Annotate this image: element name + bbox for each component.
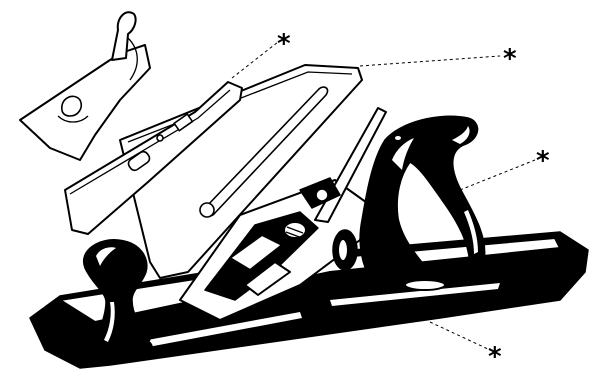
leader-handle	[460, 160, 535, 190]
callout-label-cap-iron: *	[277, 29, 291, 59]
callout-label-sole: *	[488, 342, 502, 372]
leader-cap-iron	[232, 42, 278, 78]
callout-label-blade: *	[503, 44, 517, 74]
rear-handle	[350, 116, 505, 292]
leader-sole	[430, 322, 490, 350]
leader-blade	[360, 56, 500, 66]
callout-label-handle: *	[536, 146, 550, 176]
